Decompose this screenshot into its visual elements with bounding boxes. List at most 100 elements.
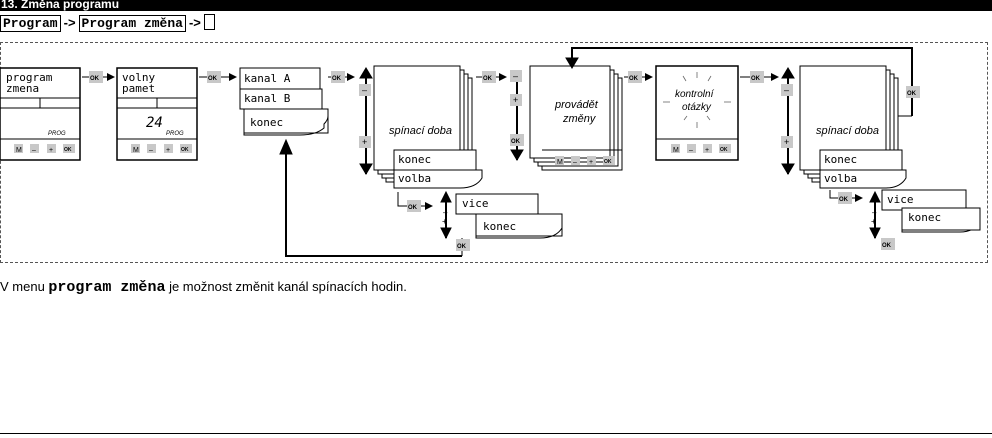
caption: V menu program změna je možnost změnit k… xyxy=(0,279,407,296)
execute-line2: změny xyxy=(562,113,597,125)
svg-text:volba: volba xyxy=(398,172,431,185)
svg-text:vice: vice xyxy=(462,197,489,210)
svg-text:M: M xyxy=(133,147,139,154)
device1-key-plus[interactable] xyxy=(47,144,56,153)
svg-text:OK: OK xyxy=(839,197,849,203)
svg-text:kanal B: kanal B xyxy=(244,92,291,105)
svg-text:OK: OK xyxy=(907,91,917,97)
svg-text:M: M xyxy=(16,147,22,154)
svg-text:OK: OK xyxy=(457,244,467,250)
svg-text:–: – xyxy=(32,147,36,154)
caption-prefix: V menu xyxy=(0,279,49,294)
svg-text:volba: volba xyxy=(824,172,857,185)
switch-card-label-2: spínací doba xyxy=(816,125,879,137)
svg-text:OK: OK xyxy=(332,76,342,82)
svg-text:+: + xyxy=(871,217,876,226)
device-volny-pamet: volny pamet 24 PROG M – + OK xyxy=(116,67,198,161)
svg-text:M: M xyxy=(557,159,563,166)
svg-text:konec: konec xyxy=(908,211,941,224)
breadcrumb-separator: -> xyxy=(188,15,201,30)
svg-text:+: + xyxy=(49,147,53,154)
ok-key: OK xyxy=(482,71,496,83)
switch-time-stack-2: spínací doba konec volba xyxy=(799,65,907,189)
scroll-arrows: – + xyxy=(359,67,373,175)
switch-time-stack: spínací doba konec volba xyxy=(373,65,483,189)
breadcrumb-program-zmena[interactable]: Program změna xyxy=(78,15,186,32)
scroll-arrows-small: – + xyxy=(440,190,452,240)
more-menu-2: vice konec xyxy=(881,189,981,233)
svg-text:OK: OK xyxy=(751,76,761,82)
device2-key-m[interactable] xyxy=(131,144,140,153)
svg-text:–: – xyxy=(689,147,693,154)
svg-text:OK: OK xyxy=(408,205,418,211)
svg-text:+: + xyxy=(589,159,593,166)
ok-key: OK xyxy=(456,239,470,251)
svg-text:konec: konec xyxy=(398,153,431,166)
svg-text:+: + xyxy=(513,95,518,105)
svg-text:konec: konec xyxy=(824,153,857,166)
svg-text:–: – xyxy=(573,159,577,166)
submenu-volba[interactable] xyxy=(393,169,483,189)
more-menu: vice konec xyxy=(455,193,563,239)
svg-text:+: + xyxy=(442,217,447,226)
device1-key-ok[interactable] xyxy=(63,144,75,153)
device2-key-plus[interactable] xyxy=(164,144,173,153)
submenu-volba-2[interactable] xyxy=(819,169,907,189)
breadcrumb-program[interactable]: Program xyxy=(0,15,61,32)
svg-text:OK: OK xyxy=(483,76,493,82)
ok-key: OK xyxy=(407,200,421,212)
svg-text:+: + xyxy=(705,147,709,154)
scroll-arrows: – + OK xyxy=(510,70,524,161)
device2-line2: pamet xyxy=(122,82,155,95)
svg-text:OK: OK xyxy=(882,243,892,249)
svg-text:kanal A: kanal A xyxy=(244,72,291,85)
device1-key-minus[interactable] xyxy=(30,144,39,153)
svg-text:OK: OK xyxy=(181,147,189,153)
device1-key-m[interactable] xyxy=(14,144,23,153)
execute-changes-stack: provádět změny M – + OK xyxy=(529,65,623,171)
svg-text:+: + xyxy=(166,147,170,154)
device1-line1: program xyxy=(6,71,53,84)
breadcrumb-placeholder xyxy=(203,14,215,30)
svg-text:OK: OK xyxy=(629,76,639,82)
svg-text:–: – xyxy=(149,147,153,154)
svg-text:–: – xyxy=(443,208,448,217)
svg-text:OK: OK xyxy=(511,139,521,145)
ok-key: OK xyxy=(750,71,764,83)
ok-key: OK xyxy=(628,71,642,83)
svg-text:OK: OK xyxy=(604,159,612,165)
device2-line1: volny xyxy=(122,71,155,84)
ok-key: OK xyxy=(838,192,852,204)
switch-card-label: spínací doba xyxy=(389,125,452,137)
caption-bold: program změna xyxy=(48,279,166,296)
questions-line2: otázky xyxy=(682,102,712,113)
control-questions-device: kontrolní otázky M – + OK xyxy=(655,65,739,161)
device1-line2: zmena xyxy=(6,82,39,95)
device1-mode: PROG xyxy=(48,131,66,137)
breadcrumb: Program->Program změna-> xyxy=(0,14,215,34)
svg-text:OK: OK xyxy=(64,147,72,153)
svg-text:–: – xyxy=(872,208,877,217)
svg-text:OK: OK xyxy=(720,147,728,153)
svg-text:M: M xyxy=(673,147,679,154)
bottom-rule xyxy=(0,433,992,434)
device2-keys: M – + OK xyxy=(131,144,192,154)
svg-text:OK: OK xyxy=(208,76,218,82)
device-program-zmena: program zmena PROG M – + OK xyxy=(0,67,81,161)
ok-key: OK xyxy=(331,71,345,83)
ok-key: OK xyxy=(89,71,103,83)
svg-text:+: + xyxy=(362,137,367,147)
device2-value: 24 xyxy=(146,115,163,131)
questions-line1: kontrolní xyxy=(675,89,715,100)
svg-text:konec: konec xyxy=(250,116,283,129)
breadcrumb-separator: -> xyxy=(63,15,76,30)
scroll-arrows-small: – + xyxy=(869,190,881,240)
device2-key-ok[interactable] xyxy=(180,144,192,153)
svg-text:–: – xyxy=(513,71,518,81)
device2-key-minus[interactable] xyxy=(147,144,156,153)
ok-key: OK xyxy=(906,86,920,98)
svg-text:+: + xyxy=(784,137,789,147)
channel-menu: kanal A kanal B konec xyxy=(239,67,329,136)
svg-text:–: – xyxy=(362,85,367,95)
ok-key: OK xyxy=(207,71,221,83)
